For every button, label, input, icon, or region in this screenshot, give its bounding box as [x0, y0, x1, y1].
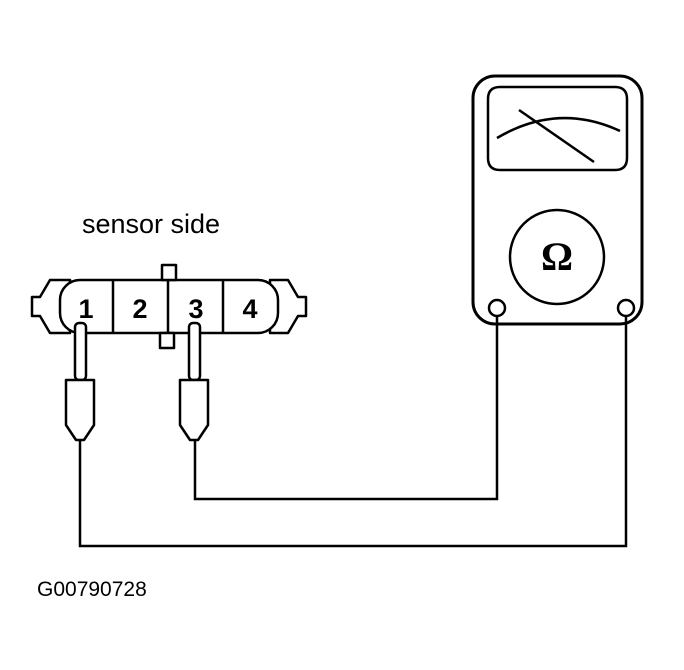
sensor-side-label: sensor side — [82, 209, 220, 239]
connector-latch-top — [160, 263, 178, 282]
meter-scale-arc — [496, 116, 621, 140]
meter-dial-window — [486, 85, 629, 172]
pin-number-4: 4 — [242, 294, 257, 324]
pin-number-2: 2 — [132, 294, 147, 324]
test-probe-pin-3 — [178, 321, 210, 442]
pin-number-3: 3 — [188, 294, 203, 324]
ohmmeter — [471, 74, 644, 326]
meter-terminal-com — [487, 298, 507, 318]
meter-needle — [518, 108, 595, 164]
meter-range-dial — [508, 208, 606, 306]
connector-right-cap — [268, 278, 308, 335]
probe-handle — [178, 378, 210, 442]
probe-handle — [64, 378, 96, 442]
ohm-symbol: Ω — [541, 234, 573, 279]
pin-number-1: 1 — [78, 294, 93, 324]
connector-latch-bottom — [158, 331, 176, 350]
lead-probe1-to-meter — [78, 316, 628, 548]
probe-needle — [73, 321, 88, 382]
test-probe-pin-1 — [64, 321, 96, 442]
probe-needle — [187, 321, 202, 382]
test-leads — [78, 316, 628, 548]
sensor-connector — [30, 263, 308, 350]
meter-terminal-ohm — [616, 298, 636, 318]
figure-code: G00790728 — [37, 578, 147, 601]
lead-probe3-to-meter — [193, 316, 499, 501]
